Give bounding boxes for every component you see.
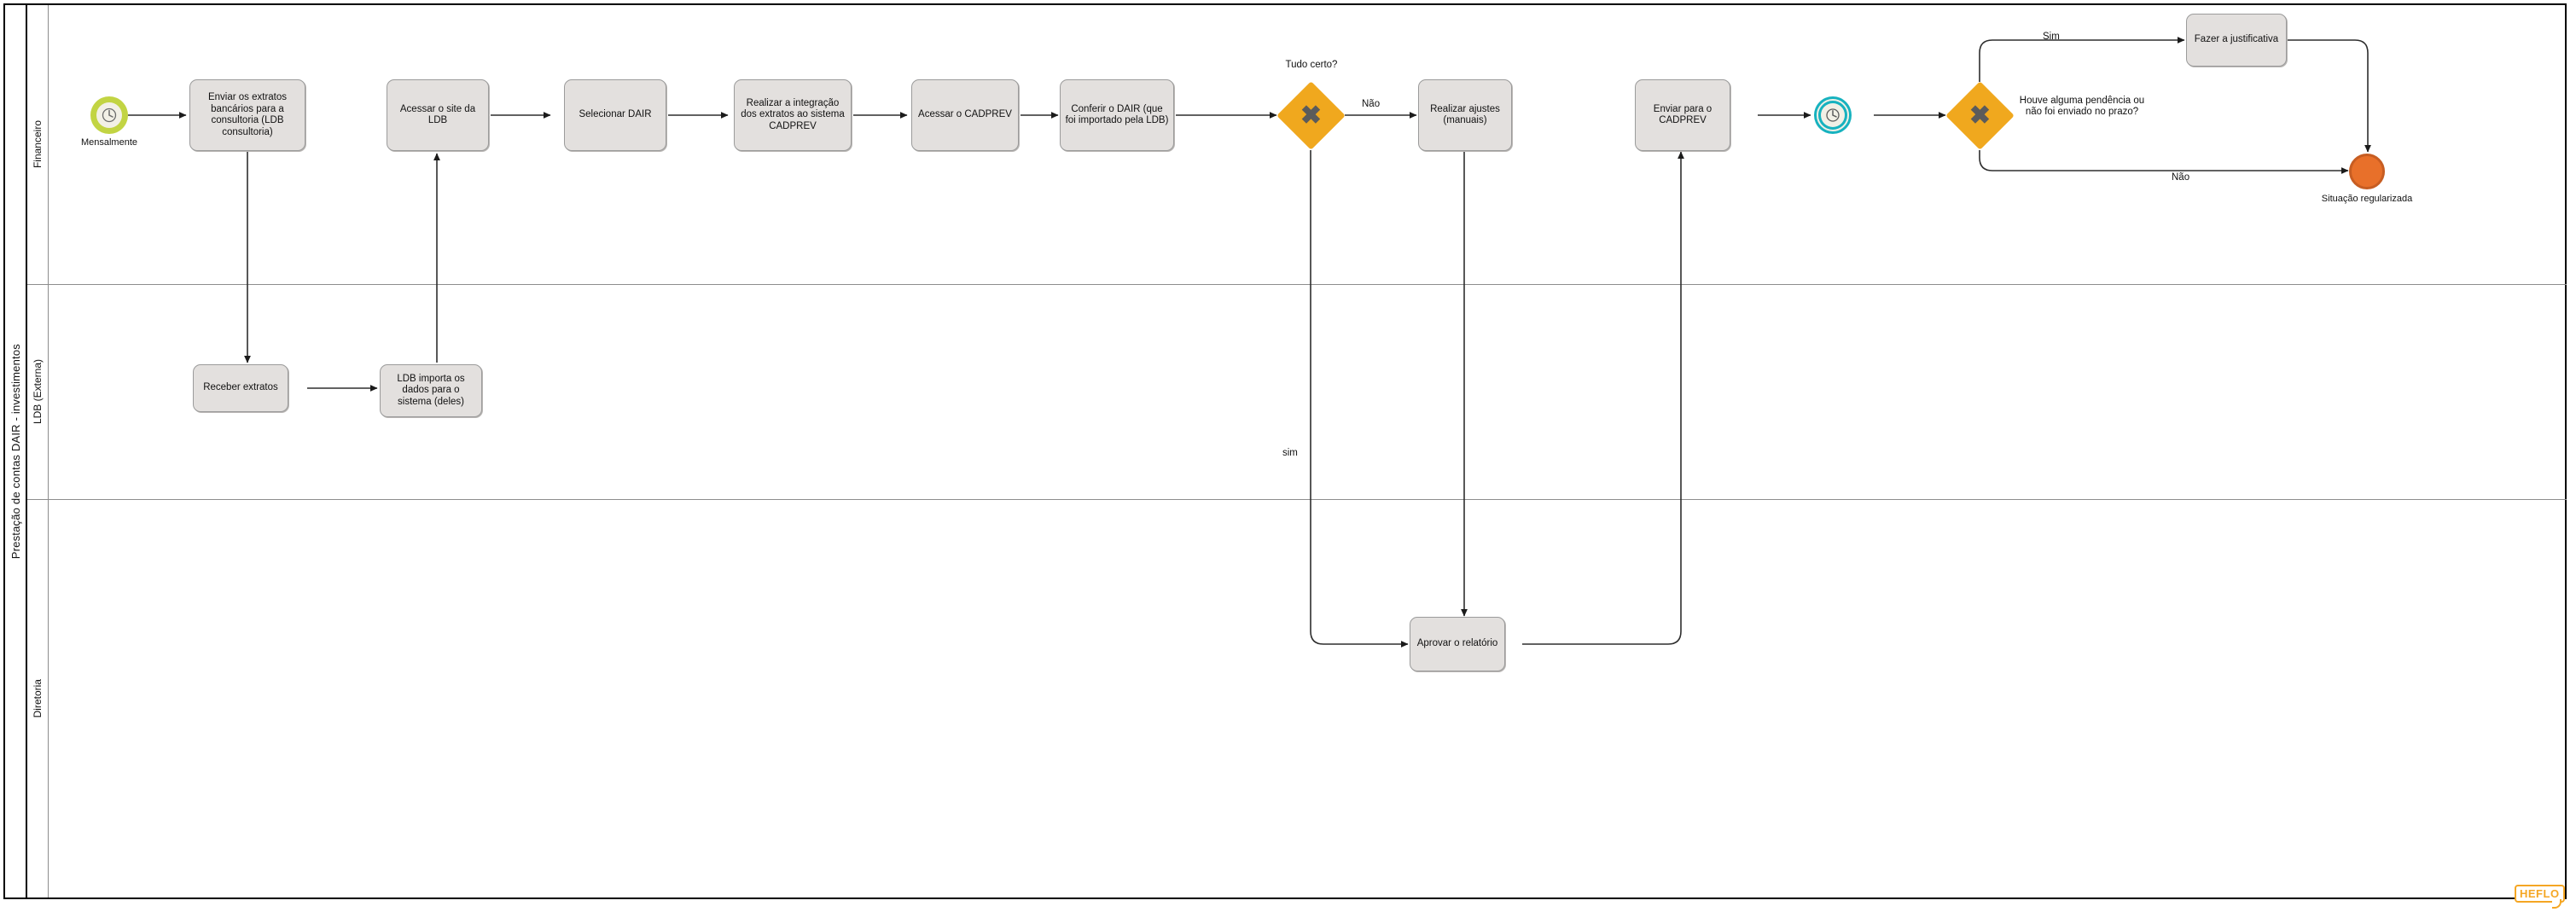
gateway-houve-pendencia-label: Houve alguma pendência ou não foi enviad… xyxy=(2019,96,2145,117)
lane-divider-2 xyxy=(27,499,2567,500)
lane-header-ldb-externa: LDB (Externa) xyxy=(27,284,49,499)
task-acessar-cadprev[interactable]: Acessar o CADPREV xyxy=(911,79,1019,151)
task-realizar-ajustes[interactable]: Realizar ajustes (manuais) xyxy=(1418,79,1512,151)
gateway-x-icon: ✖ xyxy=(1300,101,1323,130)
flow-label-sim-pendencia: Sim xyxy=(2043,32,2060,42)
task-enviar-para-cadprev[interactable]: Enviar para o CADPREV xyxy=(1635,79,1730,151)
heflo-watermark-tail xyxy=(2552,899,2561,909)
task-aprovar-relatorio[interactable]: Aprovar o relatório xyxy=(1410,617,1505,671)
task-receber-extratos[interactable]: Receber extratos xyxy=(193,364,288,412)
end-event-situacao-regularizada[interactable] xyxy=(2349,154,2385,189)
end-event-label: Situação regularizada xyxy=(2321,194,2413,204)
start-event-mensalmente[interactable] xyxy=(90,96,128,134)
heflo-watermark: HEFLO xyxy=(2515,885,2565,909)
flow-label-nao-pendencia: Não xyxy=(2172,172,2190,183)
lane-header-financeiro: Financeiro xyxy=(27,5,49,284)
gateway-tudo-certo[interactable]: ✖ xyxy=(1276,81,1346,150)
lane-divider-1 xyxy=(27,284,2567,285)
timer-clock-icon xyxy=(102,107,117,123)
gateway-houve-pendencia[interactable]: ✖ xyxy=(1945,81,2015,150)
gateway-tudo-certo-label: Tudo certo? xyxy=(1285,60,1338,70)
lane-header-diretoria: Diretoria xyxy=(27,499,49,897)
task-ldb-importa-dados[interactable]: LDB importa os dados para o sistema (del… xyxy=(380,364,482,417)
start-event-label: Mensalmente xyxy=(80,137,138,148)
task-fazer-justificativa[interactable]: Fazer a justificativa xyxy=(2186,14,2287,67)
task-selecionar-dair[interactable]: Selecionar DAIR xyxy=(564,79,666,151)
task-acessar-site-ldb[interactable]: Acessar o site da LDB xyxy=(387,79,489,151)
flow-label-nao-tudo-certo: Não xyxy=(1362,99,1381,109)
intermediate-timer-event[interactable] xyxy=(1814,96,1852,134)
flow-label-sim-tudo-certo: sim xyxy=(1282,448,1298,458)
pool-title-band: Prestação de contas DAIR - investimentos xyxy=(5,5,27,897)
pool-prestacao-de-contas xyxy=(3,3,2567,899)
heflo-watermark-text: HEFLO xyxy=(2520,887,2560,900)
gateway-x-icon: ✖ xyxy=(1968,101,1992,130)
task-realizar-integracao[interactable]: Realizar a integração dos extratos ao si… xyxy=(734,79,852,151)
task-conferir-dair[interactable]: Conferir o DAIR (que foi importado pela … xyxy=(1060,79,1174,151)
task-enviar-extratos[interactable]: Enviar os extratos bancários para a cons… xyxy=(189,79,305,151)
timer-clock-icon xyxy=(1826,108,1840,122)
